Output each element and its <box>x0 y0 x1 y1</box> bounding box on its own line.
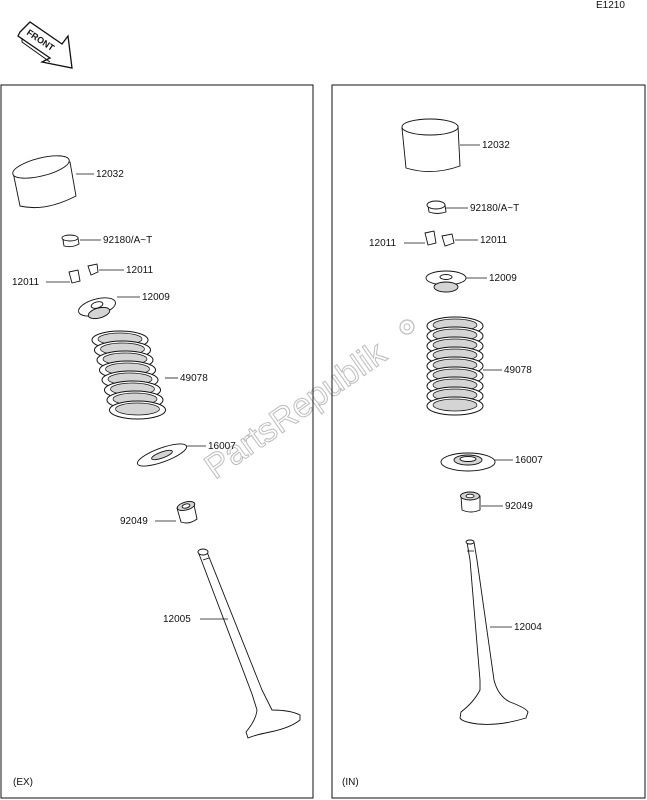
label-spring-ex: 49078 <box>180 373 208 384</box>
keeper-ex-right <box>87 263 99 276</box>
tappet-in <box>401 118 461 172</box>
label-spring-seat-ex: 16007 <box>208 441 236 452</box>
keeper-ex-left <box>68 269 81 284</box>
label-shim-in: 92180/A~T <box>470 203 519 214</box>
retainer-ex <box>78 297 116 320</box>
panel-in <box>331 84 646 799</box>
label-valve-ex: 12005 <box>163 614 191 625</box>
spring-coil-inner <box>432 398 478 412</box>
keeper-in-right <box>441 233 455 247</box>
spring-ex <box>91 330 166 420</box>
label-tappet-in: 12032 <box>482 140 510 151</box>
shim-ex <box>61 234 80 248</box>
watermark-gear-icon <box>399 319 415 335</box>
seal-ex <box>176 501 198 524</box>
label-seal-ex: 92049 <box>120 516 148 527</box>
label-seal-in: 92049 <box>505 501 533 512</box>
valve-ex <box>197 548 301 739</box>
watermark: PartsRepublik <box>198 333 394 486</box>
diagram-code: E1210 <box>596 0 625 11</box>
retainer-in <box>425 270 467 293</box>
keeper-in-left <box>424 230 437 246</box>
label-retainer-in: 12009 <box>489 273 517 284</box>
shim-in <box>426 200 447 214</box>
spring-seat-ex <box>137 443 187 467</box>
spring-in <box>426 316 484 416</box>
panel-ex <box>0 84 314 799</box>
spring-seat-in <box>440 452 496 472</box>
label-retainer-ex: 12009 <box>142 292 170 303</box>
tappet-ex <box>12 155 77 209</box>
label-spring-in: 49078 <box>504 365 532 376</box>
label-tappet-ex: 12032 <box>96 169 124 180</box>
panel-ex-caption: (EX) <box>13 777 33 788</box>
front-arrow-icon: FRONT <box>17 21 73 69</box>
label-keeper-ex-left: 12011 <box>12 277 40 288</box>
label-shim-ex: 92180/A~T <box>103 235 152 246</box>
label-keeper-in-left: 12011 <box>369 238 397 249</box>
seal-in <box>460 491 481 513</box>
label-keeper-in-right: 12011 <box>480 235 508 246</box>
label-keeper-ex-right: 12011 <box>126 265 154 276</box>
label-spring-seat-in: 16007 <box>515 455 543 466</box>
panel-in-caption: (IN) <box>342 777 359 788</box>
spring-coil-inner <box>115 402 160 416</box>
valve-in <box>459 539 529 725</box>
label-valve-in: 12004 <box>514 622 542 633</box>
